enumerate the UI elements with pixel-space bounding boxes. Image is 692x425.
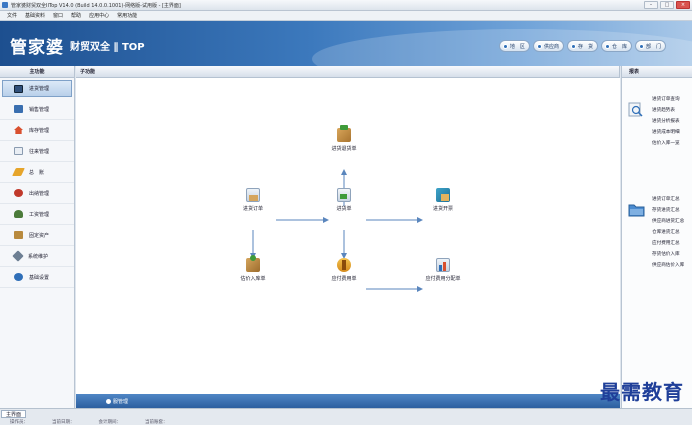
sidebar-item-fixed-assets[interactable]: 固定资产 bbox=[0, 225, 74, 246]
management-band: 服管理 bbox=[76, 394, 620, 408]
status-cells: 操作员： 当前日期： 会计期间： 当前账套： bbox=[0, 419, 182, 425]
status-bar: 主界面 操作员： 当前日期： 会计期间： 当前账套： bbox=[0, 408, 692, 425]
box-return-icon bbox=[337, 125, 351, 142]
magnifier-report-icon bbox=[628, 102, 643, 117]
report-link[interactable]: 进货订单查询 bbox=[652, 97, 680, 102]
house-icon bbox=[14, 126, 23, 134]
sidebar-item-payroll[interactable]: 工资管理 bbox=[0, 204, 74, 225]
radio-dot-icon bbox=[536, 43, 542, 49]
report-link[interactable]: 仓库进货汇总 bbox=[652, 230, 680, 235]
node-purchase-return[interactable]: 进货退货单 bbox=[324, 125, 364, 152]
node-purchase-order[interactable]: 进货订单 bbox=[233, 188, 273, 212]
cash-icon bbox=[14, 189, 23, 197]
close-button[interactable]: × bbox=[676, 1, 690, 9]
reports-header: 报表 bbox=[622, 66, 692, 78]
monitor-icon bbox=[14, 84, 23, 93]
sidebar-item-inventory[interactable]: 库存管理 bbox=[0, 120, 74, 141]
window-title: 管家婆财贸双全IITop V14.0 (Build 14.0.0.1001)-网… bbox=[11, 3, 181, 9]
quick-warehouse-button[interactable]: 仓 库 bbox=[600, 40, 632, 52]
radio-dot-icon bbox=[638, 43, 644, 49]
node-estimate-inbound[interactable]: 估价入库单 bbox=[229, 255, 277, 282]
quick-region-button[interactable]: 地 区 bbox=[498, 40, 530, 52]
folder-report-icon bbox=[628, 202, 645, 217]
menu-common-functions[interactable]: 常用功能 bbox=[117, 13, 138, 19]
menu-file[interactable]: 文件 bbox=[7, 13, 18, 19]
menu-bar: 文件 基础资料 窗口 帮助 应用中心 常用功能 bbox=[0, 11, 692, 21]
sidebar-item-maintenance[interactable]: 系统维护 bbox=[0, 246, 74, 267]
title-bar: 管家婆财贸双全IITop V14.0 (Build 14.0.0.1001)-网… bbox=[0, 0, 692, 11]
banner: 管家婆 财贸双全 ∥ TOP 地 区 供应商 存 货 仓 库 部 门 bbox=[0, 21, 692, 66]
management-link[interactable]: 服管理 bbox=[106, 398, 128, 405]
quick-supplier-button[interactable]: 供应商 bbox=[532, 40, 564, 52]
app-icon bbox=[2, 2, 8, 8]
node-purchase[interactable]: 进货单 bbox=[324, 188, 364, 212]
tools-icon bbox=[12, 250, 24, 262]
menu-basic-data[interactable]: 基础资料 bbox=[25, 13, 46, 19]
brand-subtitle: 财贸双全 ∥ TOP bbox=[70, 42, 145, 53]
status-account-set: 当前账套： bbox=[145, 420, 168, 425]
report-link[interactable]: 存货估价入库 bbox=[652, 252, 680, 257]
settings-icon bbox=[14, 273, 23, 281]
node-purchase-invoice[interactable]: 进货开票 bbox=[423, 188, 463, 212]
tab-main-interface[interactable]: 主界面 bbox=[1, 410, 27, 418]
purchase-icon bbox=[337, 188, 351, 202]
menu-app-center[interactable]: 应用中心 bbox=[89, 13, 110, 19]
menu-window[interactable]: 窗口 bbox=[53, 13, 64, 19]
window-controls: – □ × bbox=[644, 1, 690, 9]
sidebar-item-purchase[interactable]: 进货管理 bbox=[2, 80, 72, 97]
radio-dot-icon bbox=[604, 43, 610, 49]
report-link[interactable]: 估价入库一览 bbox=[652, 141, 680, 146]
radio-dot-icon bbox=[106, 399, 111, 404]
sidebar-item-sales[interactable]: 销售管理 bbox=[0, 99, 74, 120]
sidebar-item-cashier[interactable]: 出纳管理 bbox=[0, 183, 74, 204]
report-link[interactable]: 供应商进货汇总 bbox=[652, 219, 685, 224]
brand-logo: 管家婆 bbox=[10, 38, 64, 58]
payable-icon bbox=[337, 258, 351, 272]
document-icon bbox=[14, 147, 23, 155]
allocation-icon bbox=[436, 258, 450, 272]
estimate-icon bbox=[246, 255, 260, 272]
status-period: 会计期间： bbox=[98, 420, 122, 425]
invoice-icon bbox=[436, 188, 450, 202]
report-list-queries: 进货订单查询 进货趋势表 进货分析报表 进货成本明细 估价入库一览 bbox=[652, 94, 692, 149]
report-link[interactable]: 进货成本明细 bbox=[652, 130, 680, 135]
report-link[interactable]: 进货分析报表 bbox=[652, 119, 680, 124]
book-icon bbox=[14, 105, 23, 113]
status-date: 当前日期： bbox=[52, 420, 75, 425]
order-icon bbox=[246, 188, 260, 202]
radio-dot-icon bbox=[570, 43, 576, 49]
report-link[interactable]: 进货趋势表 bbox=[652, 108, 675, 113]
main-function-sidebar: 主功能 进货管理 销售管理 库存管理 往来管理 总 账 出纳管理 工资管理 固定… bbox=[0, 66, 75, 408]
report-link[interactable]: 供应商估价入库 bbox=[652, 263, 685, 268]
quick-department-button[interactable]: 部 门 bbox=[634, 40, 666, 52]
sub-function-panel: 子功能 进货退货单 进货订单 进货单 进货开票 估价入库单 应付费用单 bbox=[76, 66, 620, 408]
sidebar-header: 主功能 bbox=[0, 66, 74, 78]
sidebar-item-ledger[interactable]: 总 账 bbox=[0, 162, 74, 183]
report-list-summaries: 进货订单汇总 存货进货汇总 供应商进货汇总 仓库进货汇总 应付费用汇总 存货估价… bbox=[652, 194, 692, 271]
pencil-icon bbox=[12, 168, 25, 176]
reports-panel: 报表 进货订单查询 进货趋势表 进货分析报表 进货成本明细 估价入库一览 进货订… bbox=[621, 66, 692, 408]
sidebar-item-accounts[interactable]: 往来管理 bbox=[0, 141, 74, 162]
asset-icon bbox=[14, 231, 23, 239]
sidebar-item-settings[interactable]: 基础设置 bbox=[0, 267, 74, 288]
status-operator: 操作员： bbox=[10, 420, 28, 425]
people-icon bbox=[14, 210, 23, 218]
menu-help[interactable]: 帮助 bbox=[71, 13, 82, 19]
report-link[interactable]: 应付费用汇总 bbox=[652, 241, 680, 246]
report-link[interactable]: 存货进货汇总 bbox=[652, 208, 680, 213]
quick-nav: 地 区 供应商 存 货 仓 库 部 门 bbox=[498, 40, 666, 52]
quick-inventory-button[interactable]: 存 货 bbox=[566, 40, 598, 52]
node-payable-allocation[interactable]: 应付费用分配单 bbox=[412, 258, 474, 282]
node-payable-expense[interactable]: 应付费用单 bbox=[320, 258, 368, 282]
radio-dot-icon bbox=[502, 43, 508, 49]
main-header: 子功能 bbox=[76, 66, 620, 78]
flow-arrows bbox=[250, 169, 423, 292]
minimize-button[interactable]: – bbox=[644, 1, 658, 9]
report-link[interactable]: 进货订单汇总 bbox=[652, 197, 680, 202]
maximize-button[interactable]: □ bbox=[660, 1, 674, 9]
watermark-text: 最需教育 bbox=[600, 380, 684, 404]
